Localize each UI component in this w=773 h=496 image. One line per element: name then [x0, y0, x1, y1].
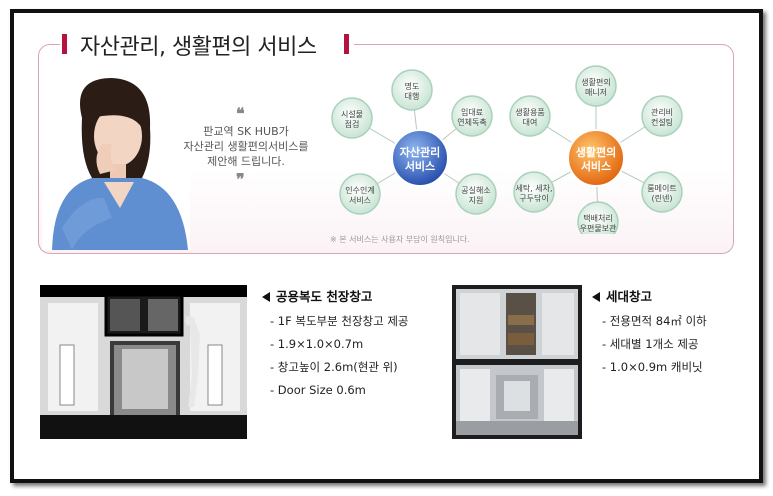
list-item: - 세대별 1개소 제공: [602, 337, 699, 351]
triangle-left-icon: [262, 292, 270, 302]
asset-service-node-label: 명도: [405, 81, 420, 91]
title-background: [60, 38, 354, 52]
quote-line-2: 자산관리 생활편의서비스를: [183, 140, 309, 153]
asset-service-node-label: 공실해소: [461, 185, 490, 195]
spokesperson-photo: [42, 78, 190, 250]
life-service-node-label: 생활용품: [515, 107, 544, 117]
life-service-node-label: 구두닦이: [519, 193, 548, 203]
life-service-hub: 생활편의서비스: [567, 129, 625, 187]
page-title: 자산관리, 생활편의 서비스: [80, 35, 317, 60]
life-service-hub-label: 서비스: [581, 159, 611, 173]
life-service-node-label: 관리비: [651, 107, 673, 117]
list-item: - 1.0×0.9m 캐비닛: [602, 360, 703, 374]
section-unit-list: - 전용면적 84㎡ 이하 - 세대별 1개소 제공 - 1.0×0.9m 캐비…: [602, 310, 707, 379]
quote-line-3: 제안해 드립니다.: [207, 155, 285, 168]
life-service-node-label: (린넨): [652, 193, 673, 203]
title-accent-right: [344, 34, 349, 54]
asset-service-node-label: 연체독촉: [457, 117, 486, 127]
list-item: - 1.9×1.0×0.7m: [270, 337, 364, 351]
asset-service-node-label: 점검: [345, 119, 360, 129]
life-service-node-label: 우편물보관: [580, 223, 617, 233]
life-service-node-label: 생활편의: [581, 77, 610, 87]
quote-close-icon: ❞: [236, 170, 245, 189]
asset-service-node-label: 시설물: [341, 109, 363, 119]
life-service-node-label: 매니저: [585, 87, 607, 97]
unit-storage-photo: [452, 285, 582, 439]
section-corridor-heading: 공용복도 천장창고: [262, 286, 372, 305]
list-item: - 창고높이 2.6m(현관 위): [270, 360, 398, 374]
corridor-storage-photo: [40, 285, 247, 439]
quote-open-icon: ❝: [236, 104, 245, 123]
asset-service-node-label: 서비스: [349, 196, 371, 205]
triangle-left-icon: [592, 292, 600, 302]
life-service-hub-label: 생활편의: [576, 145, 616, 159]
section-unit-heading: 세대창고: [592, 286, 652, 305]
asset-service-hub-label: 서비스: [405, 159, 435, 173]
section-corridor-title: 공용복도 천장창고: [276, 289, 373, 304]
quote-text: 판교역 SK HUB가 자산관리 생활편의서비스를 제안해 드립니다.: [176, 124, 316, 169]
life-service-node-4: 세탁, 세차,구두닦이: [513, 171, 555, 213]
list-item: - Door Size 0.6m: [270, 383, 366, 397]
life-service-node-label: 세탁, 세차,: [515, 183, 552, 193]
list-item: - 전용면적 84㎡ 이하: [602, 314, 707, 328]
service-note: ※ 본 서비스는 사용자 부담이 원칙입니다.: [330, 235, 470, 244]
list-item: - 1F 복도부분 천장창고 제공: [270, 314, 409, 328]
life-service-node-label: 룸메이트: [647, 183, 676, 193]
life-service-node-2: 룸메이트(린넨): [641, 171, 683, 213]
asset-service-hub-label: 자산관리: [400, 145, 440, 159]
quote-line-1: 판교역 SK HUB가: [203, 125, 289, 138]
section-corridor-list: - 1F 복도부분 천장창고 제공 - 1.9×1.0×0.7m - 창고높이 …: [270, 310, 409, 402]
asset-service-node-label: 임대료: [461, 108, 483, 117]
life-service-node-label: 대여: [523, 117, 538, 127]
section-unit-title: 세대창고: [606, 289, 653, 304]
life-service-node-label: 택배처리: [583, 213, 612, 223]
life-service-node-label: 컨설팅: [651, 117, 673, 127]
asset-service-node-label: 지원: [469, 196, 484, 205]
title-accent-left: [62, 34, 67, 54]
asset-service-node-label: 인수인계: [345, 185, 374, 195]
asset-service-node-label: 대행: [405, 91, 420, 101]
